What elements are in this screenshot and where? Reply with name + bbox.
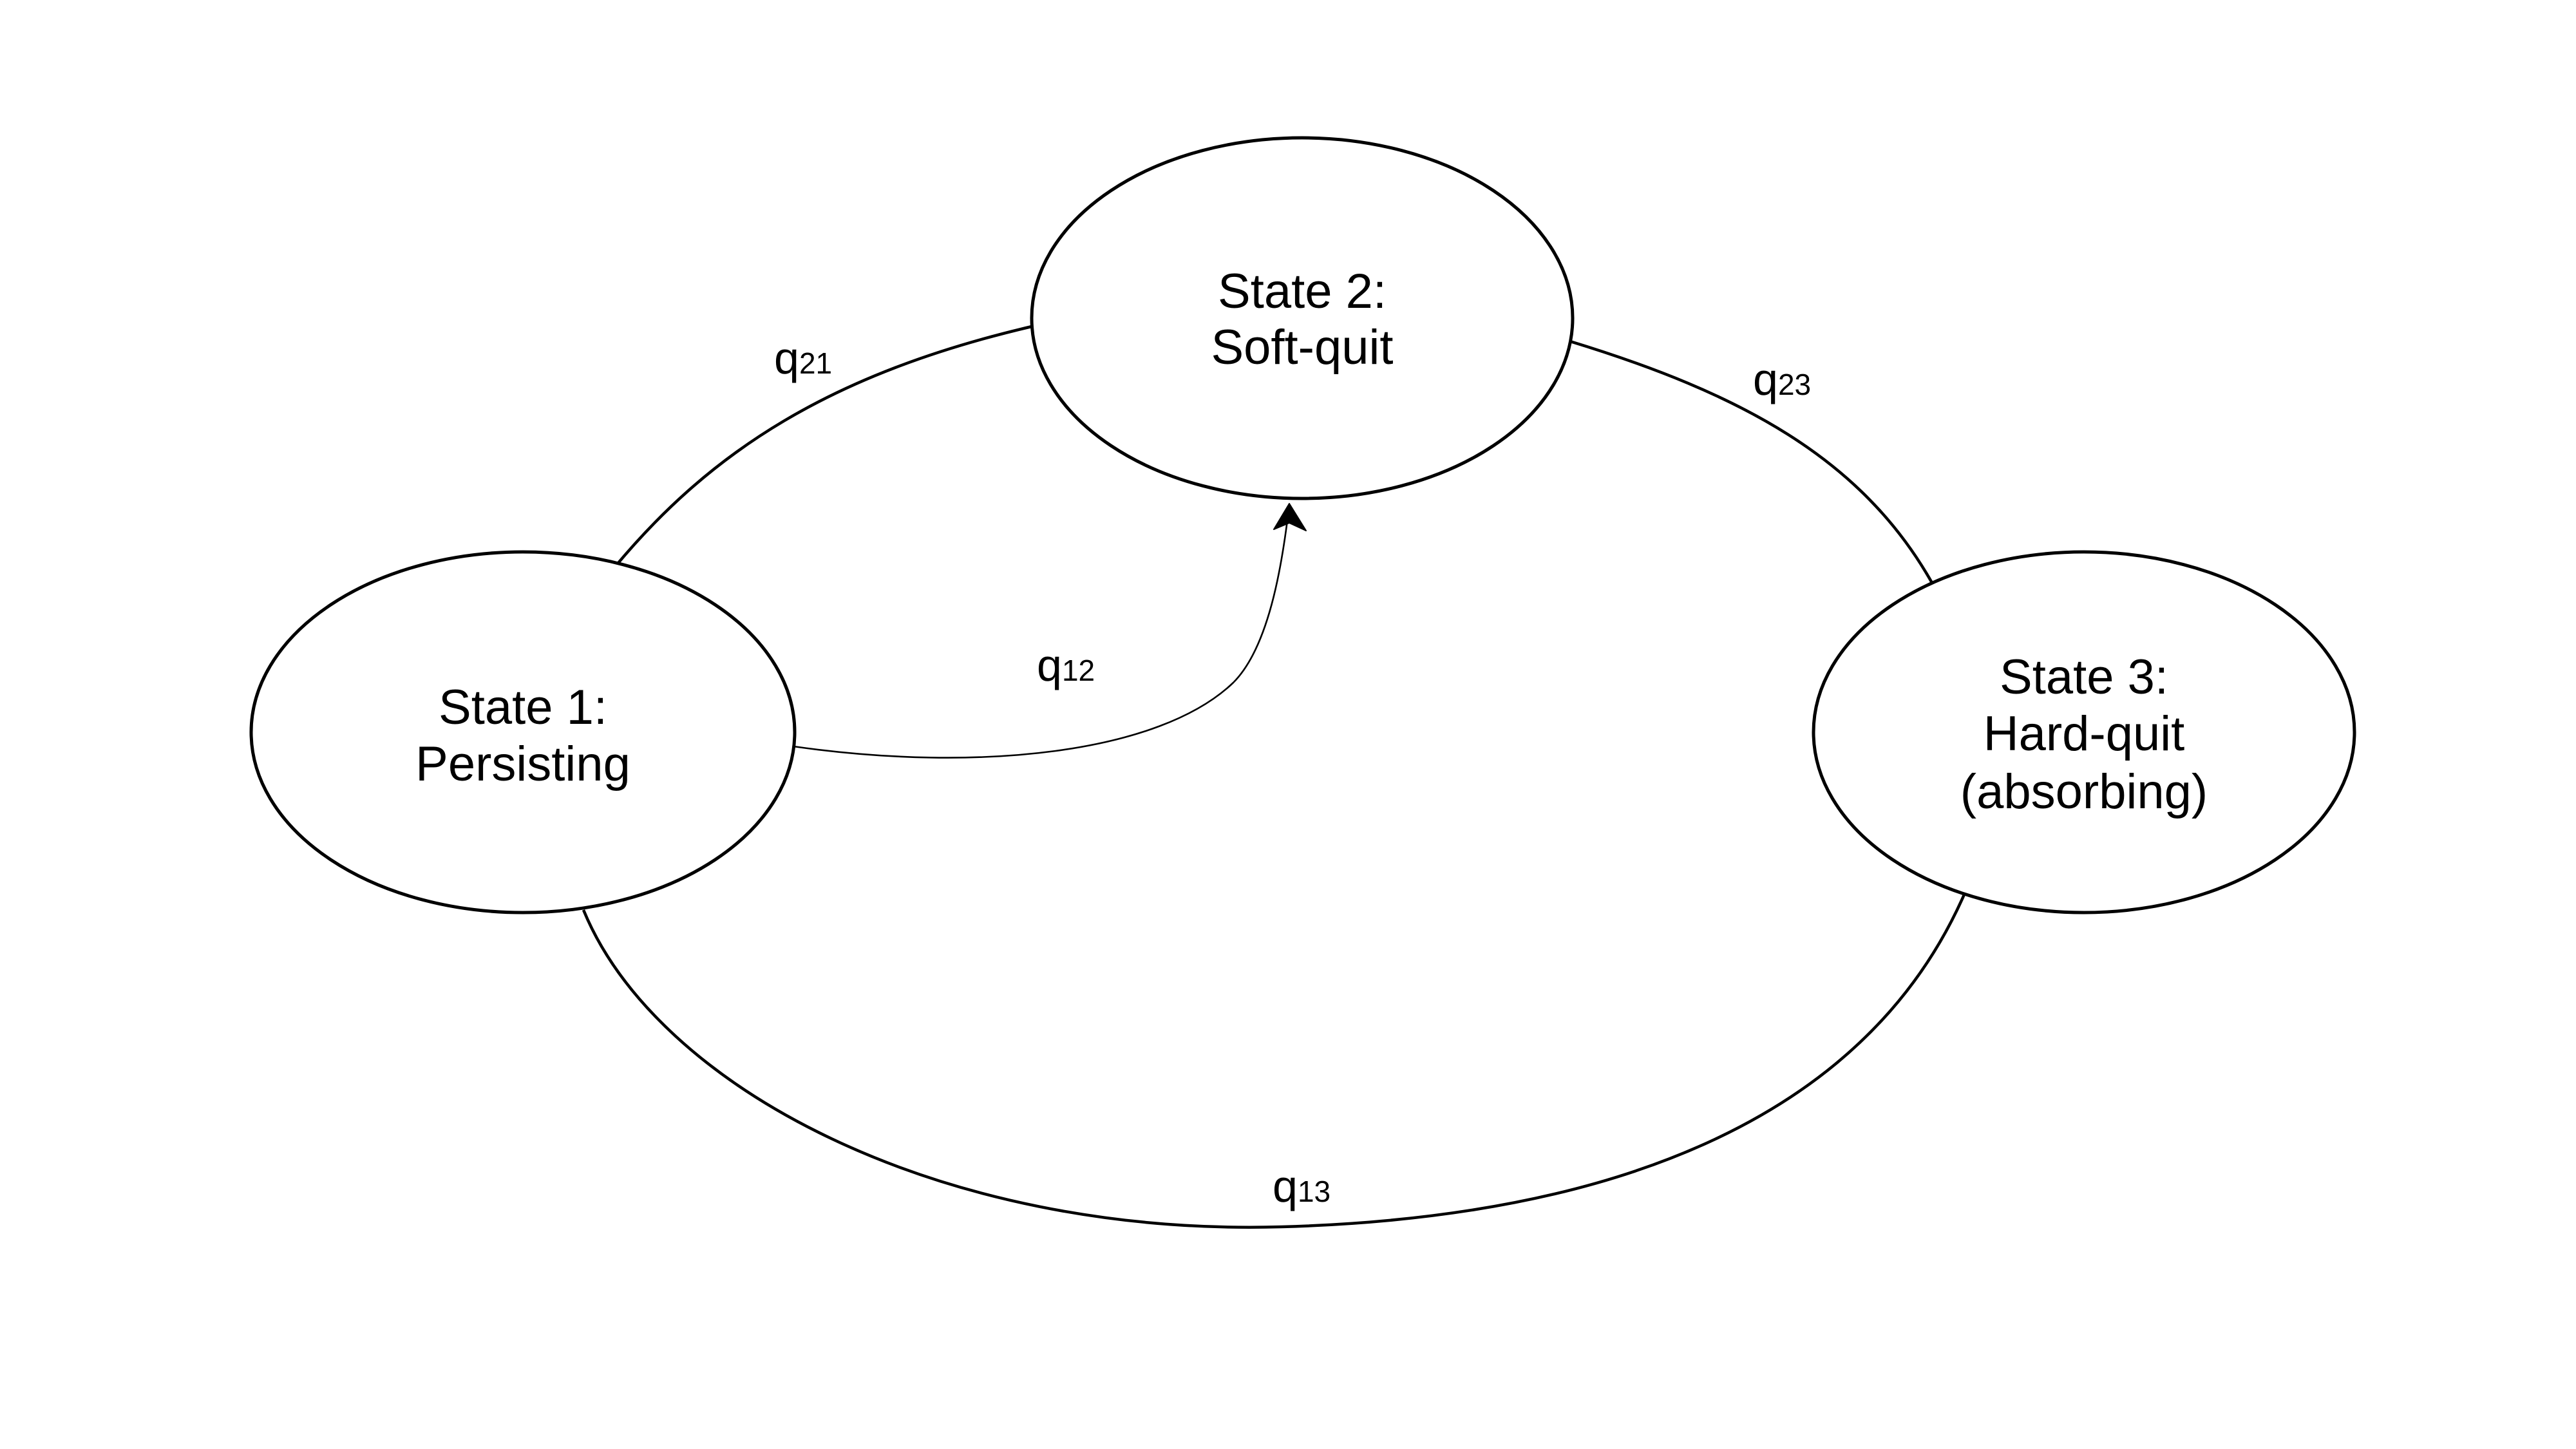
node-state-3-line3: (absorbing): [1960, 764, 2208, 819]
node-state-1-ellipse: [249, 550, 797, 914]
arrowhead-q12: [1273, 503, 1307, 531]
node-state-2-line2: Soft-quit: [1211, 320, 1393, 375]
node-state-2: State 2: Soft-quit: [1030, 136, 1575, 500]
node-state-1-line2: Persisting: [415, 737, 630, 791]
edge-label-q23-subscript: 23: [1778, 368, 1811, 401]
node-state-2-line1: State 2:: [1218, 264, 1387, 319]
edge-label-q21-subscript: 21: [799, 346, 832, 380]
edge-label-q12: q12: [1037, 640, 1095, 690]
node-state-1: State 1: Persisting: [249, 550, 797, 914]
node-state-3-line1: State 3:: [2000, 650, 2168, 705]
node-state-3-ellipse: [1812, 550, 2356, 914]
edge-label-q23: q23: [1753, 354, 1811, 404]
edge-label-q21: q21: [774, 333, 832, 383]
node-state-3-line2: Hard-quit: [1984, 706, 2185, 761]
edge-q13: [582, 894, 1966, 1229]
node-state-3: State 3: Hard-quit (absorbing): [1812, 550, 2356, 914]
edge-label-q23-symbol: q: [1753, 354, 1778, 404]
edge-label-q12-symbol: q: [1037, 640, 1062, 690]
edge-label-q21-symbol: q: [774, 333, 799, 383]
edge-q23: [1569, 339, 1933, 584]
edge-q12: [793, 515, 1289, 759]
node-state-2-ellipse: [1030, 136, 1575, 500]
node-state-1-line1: State 1:: [439, 680, 607, 735]
edge-q21: [614, 325, 1032, 568]
edge-label-q12-subscript: 12: [1062, 654, 1095, 687]
edge-label-q13-subscript: 13: [1298, 1175, 1331, 1208]
edge-label-q13: q13: [1273, 1161, 1331, 1211]
edge-label-q13-symbol: q: [1273, 1161, 1298, 1211]
